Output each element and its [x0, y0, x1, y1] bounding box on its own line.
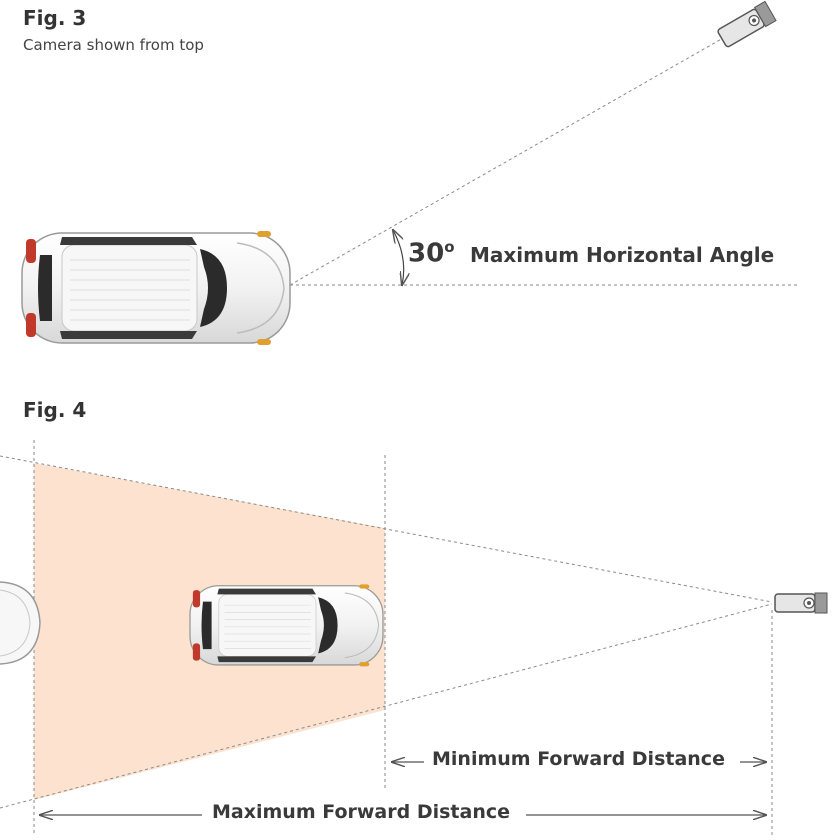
fig3-title: Fig. 3	[23, 6, 87, 30]
fig4-title: Fig. 4	[23, 398, 87, 422]
max-distance-label: Maximum Forward Distance	[212, 801, 510, 823]
camera-icon	[717, 0, 777, 48]
angle-degree: o	[444, 238, 455, 256]
fov-lower-line	[0, 603, 773, 809]
angle-number: 30	[408, 238, 445, 269]
angle-value: 30o	[408, 238, 455, 269]
min-distance-label: Minimum Forward Distance	[432, 748, 725, 770]
car-icon	[189, 584, 384, 667]
fov-upper-line	[0, 455, 773, 603]
fig3-subtitle: Camera shown from top	[23, 36, 204, 54]
angle-label: Maximum Horizontal Angle	[470, 243, 775, 267]
partial-car-icon	[0, 581, 41, 665]
car-icon	[21, 231, 291, 345]
camera-icon	[774, 592, 828, 614]
fig3-angle-arc	[393, 230, 404, 285]
